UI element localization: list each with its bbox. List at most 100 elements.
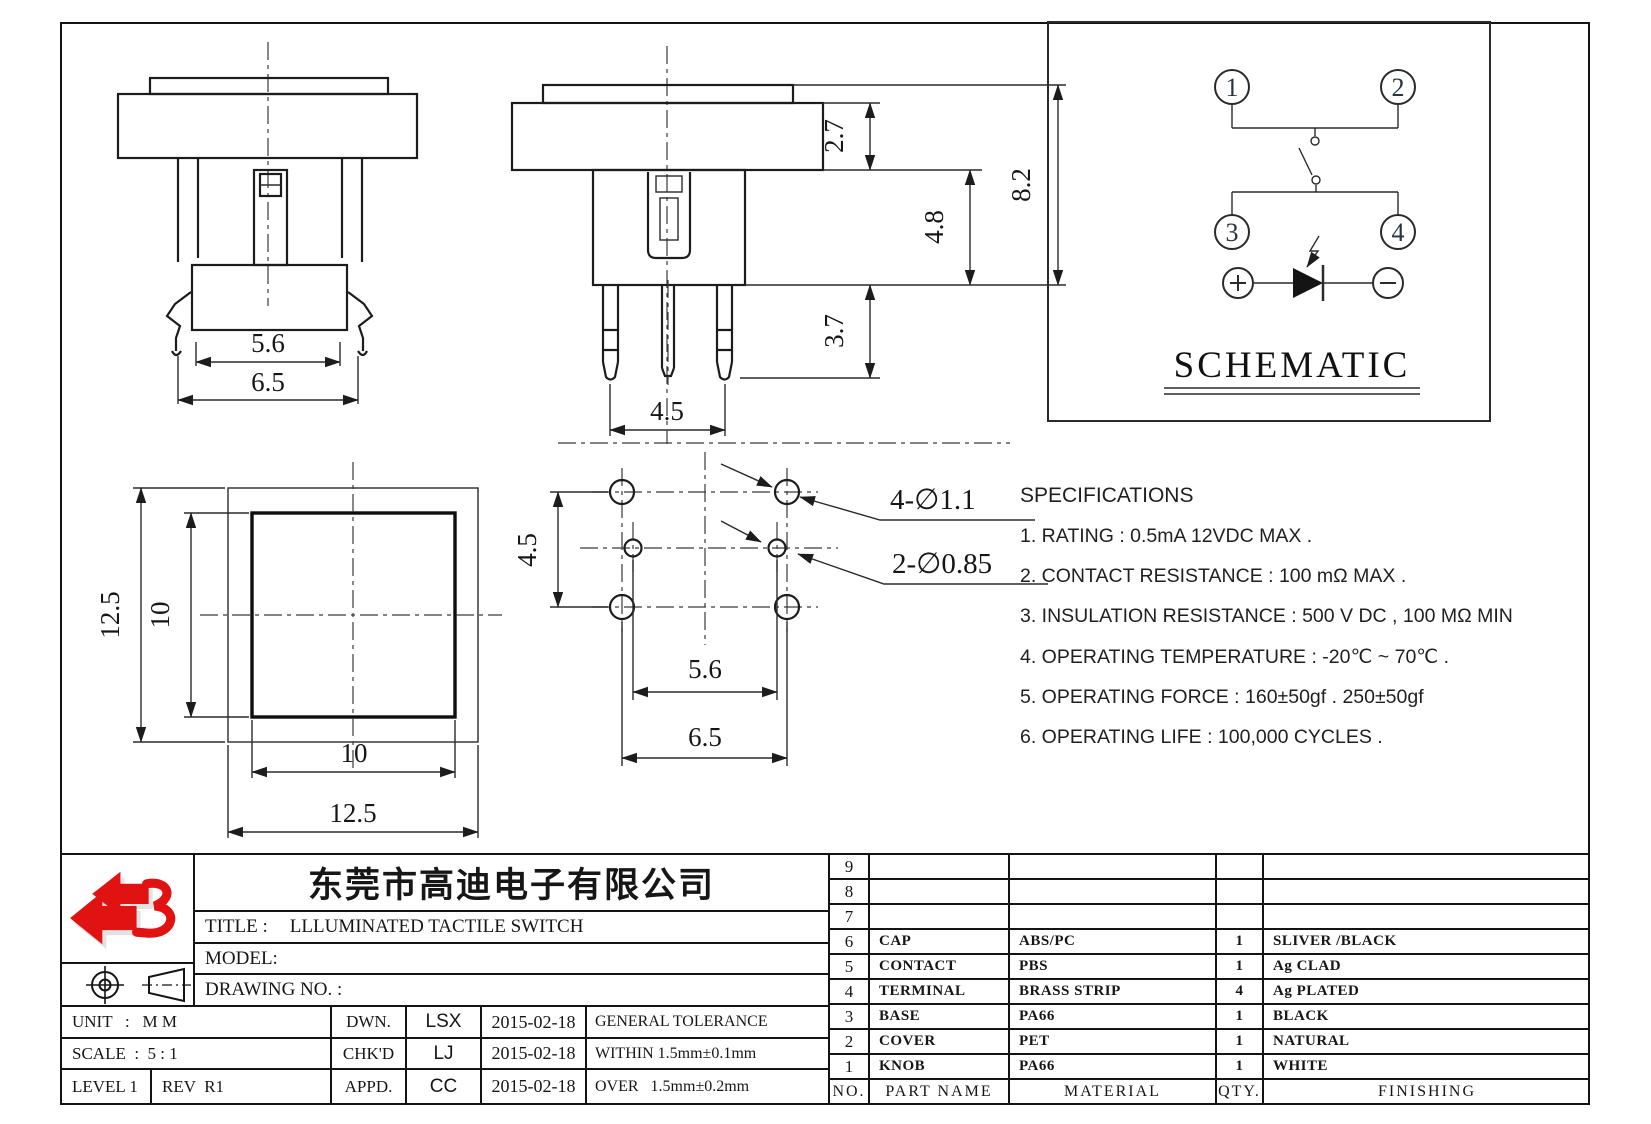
- front-dim-5-6: 5.6: [251, 328, 285, 358]
- hole-bottom-right: [773, 593, 801, 621]
- drawing-title: LLLUMINATED TACTILE SWITCH: [289, 916, 584, 937]
- part-name: CONTACT: [868, 953, 1008, 978]
- appd-name-cell: CC: [405, 1068, 480, 1103]
- part-no: 8: [828, 878, 868, 903]
- side-center-pin: [660, 285, 676, 378]
- side-dim-2-7: 2.7: [819, 119, 849, 153]
- tolerance-within-cell: WITHIN 1.5mm±0.1mm: [585, 1037, 828, 1068]
- schematic: 1 2 3 4 SCHEMATIC: [1047, 21, 1491, 422]
- hole-top-right: [773, 478, 801, 506]
- first-angle-projection-icon: [85, 965, 191, 1004]
- dwn-name: LSX: [425, 1011, 462, 1032]
- part-finishing: [1262, 853, 1590, 878]
- company-name-cell: 东莞市高迪电子有限公司: [193, 853, 828, 910]
- part-qty: [1215, 853, 1262, 878]
- specifications-title: SPECIFICATIONS: [1020, 484, 1194, 507]
- part-finishing: NATURAL: [1262, 1028, 1590, 1053]
- chkd-date: 2015-02-18: [491, 1043, 576, 1063]
- header-part-name: PART NAME: [868, 1078, 1008, 1103]
- part-no: 5: [828, 953, 868, 978]
- schematic-pin-4: 4: [1392, 218, 1405, 247]
- specifications-block: SPECIFICATIONS 1. RATING : 0.5mA 12VDC M…: [1020, 484, 1586, 766]
- schematic-pin-1: 1: [1226, 73, 1239, 102]
- spec-rating: 1. RATING : 0.5mA 12VDC MAX .: [1020, 525, 1313, 547]
- spec-operating-life: 6. OPERATING LIFE : 100,000 CYCLES .: [1020, 726, 1383, 748]
- tolerance-title: GENERAL TOLERANCE: [595, 1013, 768, 1030]
- part-qty: 1: [1215, 953, 1262, 978]
- part-no: 7: [828, 903, 868, 928]
- logo-cell: [60, 853, 193, 962]
- sheet-border-frame: [60, 22, 1590, 1105]
- company-logo: [70, 871, 176, 950]
- part-material: PBS: [1008, 953, 1215, 978]
- part-finishing: [1262, 903, 1590, 928]
- part-qty: 1: [1215, 928, 1262, 953]
- part-finishing: Ag PLATED: [1262, 978, 1590, 1003]
- top-dim-12-5-v: 12.5: [95, 591, 125, 638]
- level-cell: LEVEL 1: [60, 1068, 150, 1103]
- part-material: [1008, 903, 1215, 928]
- tolerance-over: OVER 1.5mm±0.2mm: [595, 1077, 750, 1095]
- hole-top-left: [608, 478, 636, 506]
- model-cell: MODEL:: [193, 942, 828, 973]
- appd-date: 2015-02-18: [491, 1076, 576, 1096]
- top-dim-12-5-h: 12.5: [329, 798, 376, 828]
- hole-mid-left: [623, 538, 643, 558]
- tolerance-within: WITHIN 1.5mm±0.1mm: [595, 1044, 757, 1062]
- top-dim-10-v: 10: [145, 602, 175, 629]
- front-right-leg: [347, 291, 374, 357]
- part-finishing: SLIVER /BLACK: [1262, 928, 1590, 953]
- tolerance-title-cell: GENERAL TOLERANCE: [585, 1005, 828, 1037]
- chkd-role: CHK'D: [342, 1043, 395, 1063]
- appd-date-cell: 2015-02-18: [480, 1068, 585, 1103]
- part-qty: 1: [1215, 1003, 1262, 1028]
- company-name: 东莞市高迪电子有限公司: [307, 866, 715, 905]
- appd-name: CC: [429, 1075, 458, 1097]
- projection-symbol-cell: [60, 962, 193, 1005]
- side-right-pin: [715, 285, 734, 381]
- schematic-title: SCHEMATIC: [1174, 345, 1411, 386]
- side-dim-4-5: 4.5: [650, 396, 684, 426]
- spec-insulation-resistance: 3. INSULATION RESISTANCE : 500 V DC , 10…: [1020, 605, 1513, 627]
- unit-value: UNIT : M M: [72, 1012, 177, 1031]
- pcb-hole-layout: 4.5 4-∅1.1 2-∅0.85 5.6 6.5: [512, 442, 1048, 766]
- part-qty: 1: [1215, 1028, 1262, 1053]
- side-dim-3-7: 3.7: [819, 314, 849, 348]
- dwn-name-cell: LSX: [405, 1005, 480, 1037]
- side-dim-4-8: 4.8: [919, 210, 949, 244]
- chkd-name: LJ: [433, 1042, 454, 1064]
- part-name: COVER: [868, 1028, 1008, 1053]
- header-finishing: FINISHING: [1262, 1078, 1590, 1103]
- part-name: [868, 878, 1008, 903]
- part-qty: 1: [1215, 1053, 1262, 1078]
- dwn-date: 2015-02-18: [491, 1011, 576, 1032]
- part-finishing: [1262, 878, 1590, 903]
- chkd-name-cell: LJ: [405, 1037, 480, 1068]
- side-dim-8-2: 8.2: [1006, 168, 1036, 202]
- hole-bottom-left: [608, 593, 636, 621]
- part-no: 9: [828, 853, 868, 878]
- part-material: PA66: [1008, 1053, 1215, 1078]
- part-name: [868, 853, 1008, 878]
- title-cell: TITLE : LLLUMINATED TACTILE SWITCH: [193, 910, 828, 942]
- dwn-role: DWN.: [346, 1012, 391, 1031]
- schematic-pin-2: 2: [1392, 73, 1405, 102]
- part-name: KNOB: [868, 1053, 1008, 1078]
- part-material: ABS/PC: [1008, 928, 1215, 953]
- dwn-date-cell: 2015-02-18: [480, 1005, 585, 1037]
- dwn-role-cell: DWN.: [330, 1005, 405, 1037]
- drawing-no-cell: DRAWING NO. :: [193, 973, 828, 1005]
- chkd-role-cell: CHK'D: [330, 1037, 405, 1068]
- header-material: MATERIAL: [1008, 1078, 1215, 1103]
- part-material: PA66: [1008, 1003, 1215, 1028]
- tolerance-over-cell: OVER 1.5mm±0.2mm: [585, 1068, 828, 1103]
- schematic-pin-3: 3: [1226, 218, 1239, 247]
- pcb-label-large-holes: 4-∅1.1: [890, 484, 976, 516]
- front-view: 5.6 6.5: [116, 42, 419, 406]
- spec-operating-temperature: 4. OPERATING TEMPERATURE : -20℃ ~ 70℃ .: [1020, 646, 1450, 668]
- side-view: 2.7 4.8 3.7 8.2 4.5: [510, 46, 1066, 444]
- appd-role-cell: APPD.: [330, 1068, 405, 1103]
